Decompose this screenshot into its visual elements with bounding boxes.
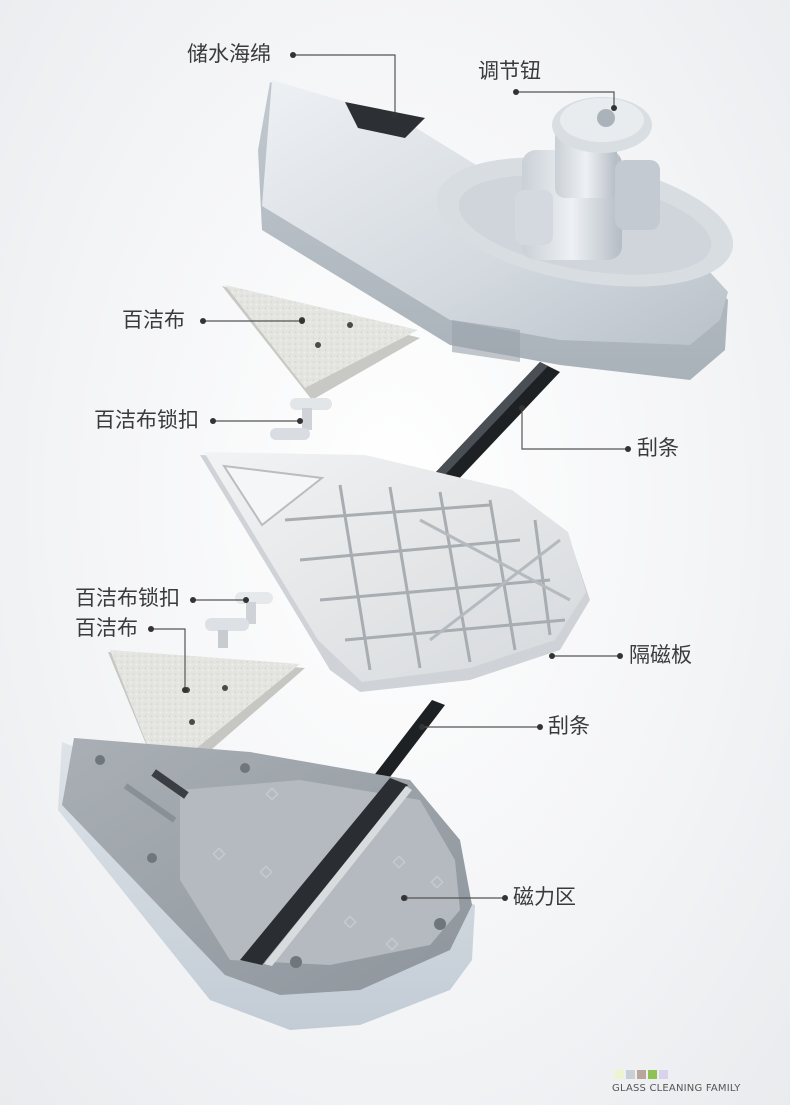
brand-footer: GLASS CLEANING FAMILY: [612, 1070, 782, 1094]
brand-swatch: [626, 1070, 635, 1079]
label-cloth-top: 百洁布: [122, 308, 185, 332]
leader-lines: [151, 54, 628, 899]
label-squeegee-top: 刮条: [637, 436, 679, 460]
brand-swatch: [637, 1070, 646, 1079]
brand-swatch: [659, 1070, 668, 1079]
top-clip-part: [270, 398, 332, 440]
label-water-sponge: 储水海绵: [187, 42, 271, 66]
brand-swatches: [615, 1070, 782, 1079]
brand-text: GLASS CLEANING FAMILY: [612, 1083, 741, 1094]
label-clip-bottom: 百洁布锁扣: [75, 586, 180, 610]
label-cloth-clip-top: 百洁布锁扣: [94, 408, 199, 432]
label-magnetic-zone: 磁力区: [513, 885, 576, 909]
brand-swatch: [615, 1070, 624, 1079]
label-adjust-knob: 调节钮: [478, 59, 541, 83]
bottom-base-part: [58, 738, 475, 1030]
magnetic-plate-part: [200, 452, 590, 692]
label-cloth-bottom: 百洁布: [75, 616, 138, 640]
label-magnetic-plate: 隔磁板: [629, 643, 692, 667]
adjust-knob-part: [515, 97, 660, 260]
leader-dots: [148, 52, 631, 901]
sponge-window: [345, 102, 425, 138]
label-squeegee-bottom: 刮条: [548, 714, 590, 738]
brand-swatch: [648, 1070, 657, 1079]
bottom-clip-part: [205, 592, 273, 648]
